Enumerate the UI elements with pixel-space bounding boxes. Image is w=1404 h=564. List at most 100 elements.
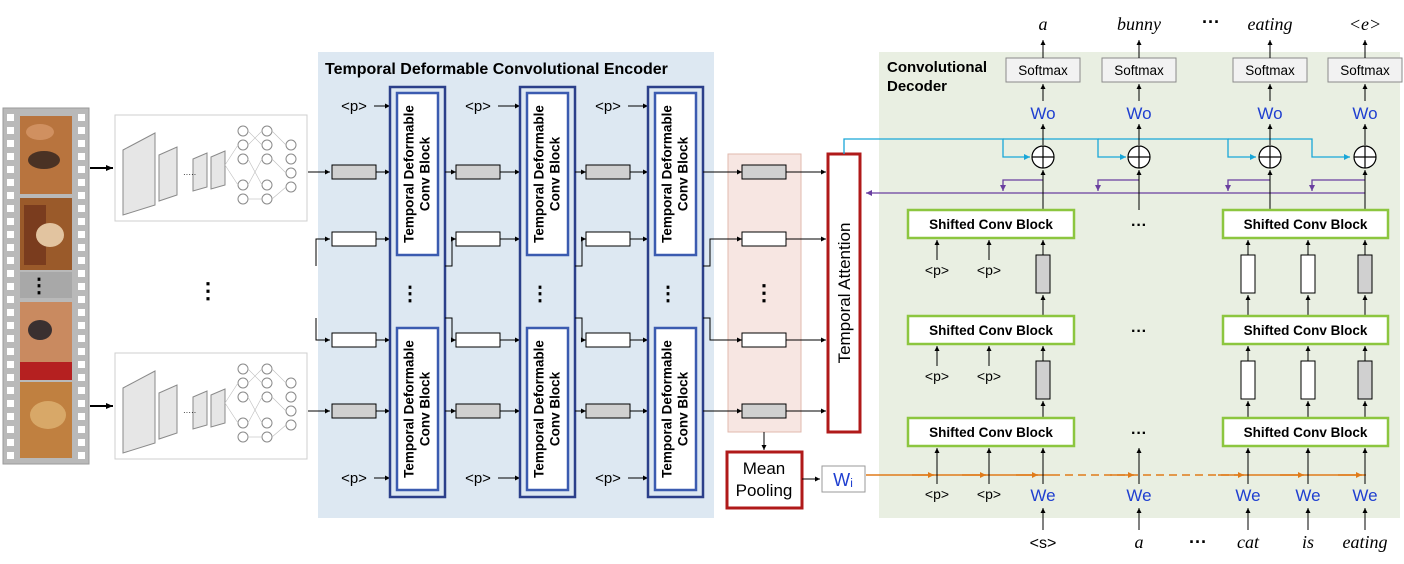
- conv-block-label-1: Temporal Deformable: [660, 340, 675, 478]
- sprocket-hole: [7, 426, 14, 433]
- hidden-state-vector: [1357, 360, 1373, 400]
- sprocket-hole: [7, 140, 14, 147]
- sprocket-hole: [7, 361, 14, 368]
- sprocket-hole: [78, 322, 85, 329]
- shifted-conv-block-label: Shifted Conv Block: [929, 217, 1053, 232]
- sprocket-hole: [78, 283, 85, 290]
- sprocket-hole: [7, 400, 14, 407]
- softmax-box: [1101, 57, 1177, 83]
- svg-text:·····: ·····: [183, 408, 196, 417]
- sprocket-hole: [7, 257, 14, 264]
- conv-block-label-2: Conv Block: [418, 136, 433, 211]
- attention-context-lines: [843, 138, 1365, 196]
- input-word: eating: [1343, 532, 1388, 552]
- sprocket-hole: [78, 452, 85, 459]
- sprocket-hole: [78, 309, 85, 316]
- stage-dots: ⋮: [658, 283, 678, 305]
- feature-vector: [455, 403, 501, 419]
- pad-token: <p>: [341, 470, 367, 487]
- sprocket-hole: [7, 270, 14, 277]
- pad-token: <p>: [465, 470, 491, 487]
- conv-block-box: [525, 326, 570, 492]
- deformable-stage-frame: [518, 85, 577, 499]
- conv-block-box: [525, 91, 570, 257]
- wo-label: Wo: [1257, 104, 1282, 123]
- sprocket-hole: [78, 218, 85, 225]
- conv-block-box: [653, 91, 698, 257]
- sprocket-hole: [7, 218, 14, 225]
- feature-vector: [331, 164, 377, 180]
- sprocket-hole: [7, 205, 14, 212]
- hidden-state-vector: [1035, 360, 1051, 400]
- sprocket-hole: [7, 114, 14, 121]
- pad-token: <p>: [595, 98, 621, 115]
- sprocket-hole: [7, 309, 14, 316]
- video-dots: ⋮: [29, 275, 49, 297]
- cnn-dots: ⋮: [197, 278, 219, 303]
- conv-block-box: [653, 326, 698, 492]
- encoder-input-connectors: [308, 169, 330, 414]
- sprocket-hole: [7, 231, 14, 238]
- sprocket-hole: [7, 166, 14, 173]
- conv-block-label-1: Temporal Deformable: [532, 105, 547, 243]
- feature-vector: [455, 231, 501, 247]
- sprocket-hole: [78, 114, 85, 121]
- hidden-state-vector: [1035, 254, 1051, 294]
- sprocket-hole: [78, 296, 85, 303]
- wo-label: Wo: [1030, 104, 1055, 123]
- encoded-feature-vector: [741, 231, 787, 247]
- pooling-column-dots: ⋮: [753, 280, 775, 305]
- sprocket-hole: [7, 192, 14, 199]
- sprocket-hole: [78, 374, 85, 381]
- arrow: [703, 236, 742, 267]
- hidden-state-vector: [1300, 360, 1316, 400]
- softmax-label: Softmax: [1245, 63, 1295, 78]
- wo-label: Wo: [1352, 104, 1377, 123]
- conv-block-label-1: Temporal Deformable: [402, 105, 417, 243]
- shifted-conv-block: [906, 416, 1076, 448]
- shifted-conv-block-label: Shifted Conv Block: [1244, 425, 1368, 440]
- sprocket-hole: [78, 166, 85, 173]
- sprocket-hole: [78, 361, 85, 368]
- shifted-conv-block-label: Shifted Conv Block: [929, 425, 1053, 440]
- pad-token: <p>: [925, 368, 949, 384]
- sprocket-hole: [78, 179, 85, 186]
- sprocket-hole: [7, 348, 14, 355]
- shifted-conv-block: [906, 314, 1076, 346]
- softmax-label: Softmax: [1114, 63, 1164, 78]
- sprocket-hole: [78, 205, 85, 212]
- deformable-stage-frame: [646, 85, 705, 499]
- sprocket-hole: [78, 426, 85, 433]
- sprocket-hole: [7, 153, 14, 160]
- decoder-ellipsis: ···: [1131, 217, 1147, 234]
- hidden-state-vector: [1357, 254, 1373, 294]
- conv-block-box: [395, 326, 440, 492]
- output-word: a: [1039, 14, 1048, 34]
- conv-block-box: [395, 91, 440, 257]
- video-film-strip: ⋮: [2, 107, 90, 465]
- temporal-attention-box: [826, 152, 862, 434]
- sprocket-hole: [7, 244, 14, 251]
- arrow: [575, 317, 586, 343]
- shifted-conv-block: [1221, 314, 1390, 346]
- decoder-ellipsis: ···: [1131, 425, 1147, 442]
- pad-token: <p>: [977, 486, 1001, 502]
- encoder-title: Temporal Deformable Convolutional Encode…: [325, 61, 668, 78]
- feature-vector: [585, 332, 631, 348]
- conv-block-label-2: Conv Block: [676, 136, 691, 211]
- mean-pooling-label-1: Mean: [743, 459, 786, 478]
- conv-block-label-2: Conv Block: [548, 136, 563, 211]
- we-label: We: [1295, 486, 1320, 505]
- softmax-box: [1327, 57, 1403, 83]
- sprocket-hole: [78, 335, 85, 342]
- arrow: [445, 317, 456, 343]
- sprocket-hole: [7, 452, 14, 459]
- hidden-state-vector: [1240, 254, 1256, 294]
- stage-dots: ⋮: [530, 283, 550, 305]
